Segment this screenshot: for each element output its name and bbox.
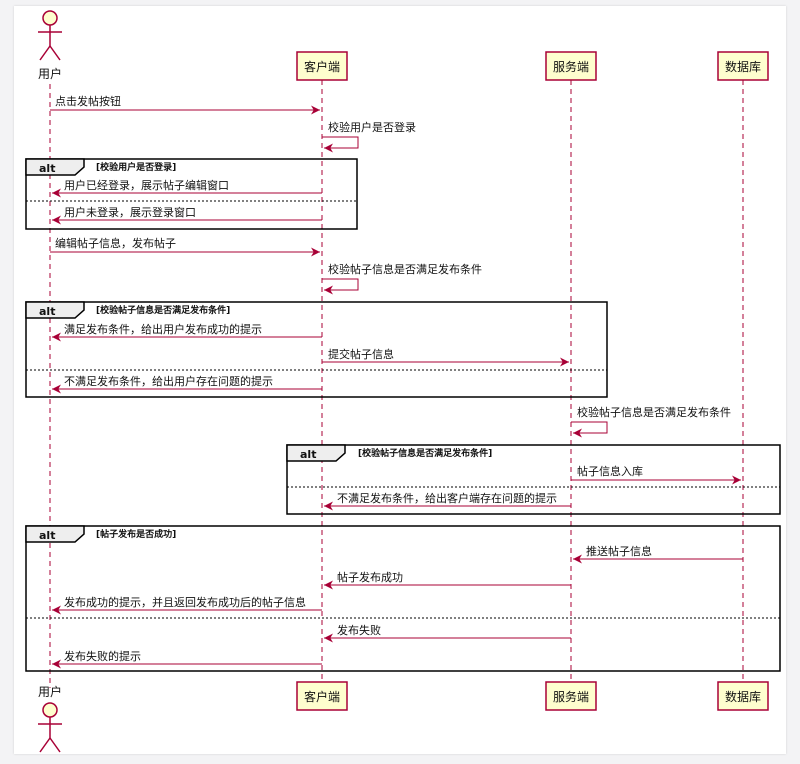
sequence-diagram-canvas: 用户 用户 客户端 服务端 数据库 客户端 服务端 数据库 alt [校验用户是 — [14, 6, 786, 754]
alt-fragment-login-check: alt [校验用户是否登录] — [25, 158, 358, 230]
message-label: 编辑帖子信息，发布帖子 — [55, 236, 176, 250]
message-self-check-login: 校验用户是否登录 — [322, 120, 416, 153]
fragment-operator-label: alt — [39, 162, 55, 175]
message-client-problem-tip: 不满足发布条件，给出客户端存在问题的提示 — [324, 491, 571, 511]
actor-user-bottom — [38, 702, 62, 753]
fragment-guard-label: [校验帖子信息是否满足发布条件] — [96, 304, 230, 316]
participant-user-bottom-label: 用户 — [38, 684, 62, 699]
message-label: 校验帖子信息是否满足发布条件 — [577, 405, 731, 419]
fragment-guard-label: [校验用户是否登录] — [96, 161, 176, 173]
sequence-diagram: 用户 用户 客户端 服务端 数据库 客户端 服务端 数据库 alt [校验用户是 — [25, 10, 781, 753]
message-label: 校验帖子信息是否满足发布条件 — [328, 262, 482, 276]
message-label: 帖子信息入库 — [577, 464, 643, 478]
message-label: 不满足发布条件，给出用户存在问题的提示 — [64, 374, 273, 388]
message-success-tip-with-post: 发布成功的提示，并且返回发布成功后的帖子信息 — [52, 595, 322, 615]
actor-head-icon — [42, 702, 58, 718]
alt-fragment-publish-result: alt [帖子发布是否成功] — [25, 525, 781, 672]
message-self-validate-server: 校验帖子信息是否满足发布条件 — [571, 405, 731, 438]
message-push-post: 推送帖子信息 — [573, 544, 743, 564]
message-click-post-button: 点击发帖按钮 — [50, 94, 320, 115]
message-edit-and-publish: 编辑帖子信息，发布帖子 — [50, 236, 320, 257]
actor-user-top — [38, 10, 62, 61]
alt-fragment-post-validation-server: alt [校验帖子信息是否满足发布条件] — [286, 444, 781, 515]
fragment-operator-label: alt — [39, 529, 55, 542]
participant-server-bottom: 服务端 — [545, 681, 597, 711]
participant-user-top-label: 用户 — [38, 66, 62, 81]
participant-server-top: 服务端 — [545, 51, 597, 81]
message-label: 发布成功的提示，并且返回发布成功后的帖子信息 — [64, 595, 306, 609]
message-label: 不满足发布条件，给出客户端存在问题的提示 — [337, 491, 557, 505]
message-label: 帖子发布成功 — [337, 570, 403, 584]
lifelines — [49, 80, 744, 688]
message-label: 点击发帖按钮 — [55, 94, 121, 108]
message-label: 发布失败的提示 — [64, 649, 141, 663]
participant-db-bottom-label: 数据库 — [725, 689, 761, 704]
fragment-guard-label: [帖子发布是否成功] — [96, 528, 176, 540]
message-label: 用户未登录，展示登录窗口 — [64, 205, 196, 219]
fragment-guard-label: [校验帖子信息是否满足发布条件] — [358, 447, 492, 459]
message-label: 发布失败 — [337, 623, 381, 637]
message-publish-success-tip: 满足发布条件，给出用户发布成功的提示 — [52, 322, 322, 342]
message-submit-post: 提交帖子信息 — [322, 347, 569, 367]
message-self-validate-post: 校验帖子信息是否满足发布条件 — [322, 262, 482, 295]
participant-db-top: 数据库 — [717, 51, 769, 81]
message-show-edit-window: 用户已经登录，展示帖子编辑窗口 — [52, 178, 322, 198]
message-store-post: 帖子信息入库 — [571, 464, 741, 485]
actor-head-icon — [42, 10, 58, 26]
message-failure-tip: 发布失败的提示 — [52, 649, 322, 669]
fragment-operator-label: alt — [300, 448, 316, 461]
participant-db-bottom: 数据库 — [717, 681, 769, 711]
participant-client-bottom-label: 客户端 — [304, 689, 340, 704]
participant-client-bottom: 客户端 — [296, 681, 348, 711]
alt-fragment-post-validation-client: alt [校验帖子信息是否满足发布条件] — [25, 301, 608, 398]
message-post-published: 帖子发布成功 — [324, 570, 571, 590]
fragment-operator-label: alt — [39, 305, 55, 318]
participant-server-top-label: 服务端 — [553, 59, 589, 74]
message-label: 满足发布条件，给出用户发布成功的提示 — [64, 322, 262, 336]
message-publish-failed: 发布失败 — [324, 623, 571, 643]
message-label: 提交帖子信息 — [328, 347, 394, 361]
message-label: 校验用户是否登录 — [328, 120, 416, 134]
message-label: 推送帖子信息 — [586, 544, 652, 558]
message-label: 用户已经登录，展示帖子编辑窗口 — [64, 178, 229, 192]
participant-client-top: 客户端 — [296, 51, 348, 81]
participant-client-top-label: 客户端 — [304, 59, 340, 74]
participant-server-bottom-label: 服务端 — [553, 689, 589, 704]
message-show-login-window: 用户未登录，展示登录窗口 — [52, 205, 322, 225]
message-user-problem-tip: 不满足发布条件，给出用户存在问题的提示 — [52, 374, 322, 394]
participant-db-top-label: 数据库 — [725, 59, 761, 74]
